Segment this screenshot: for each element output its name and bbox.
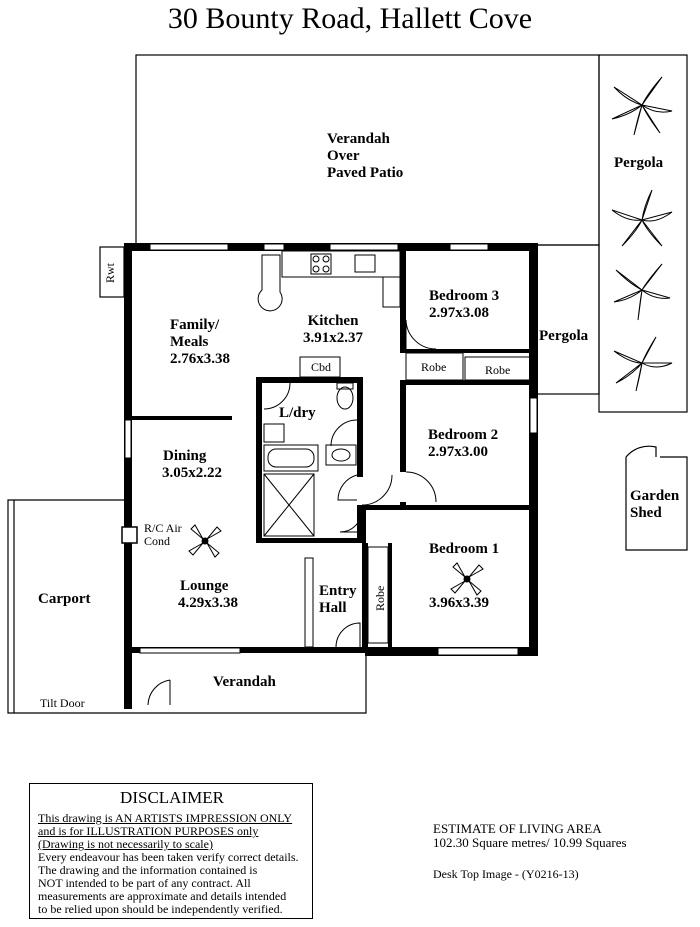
tilt-door-label: Tilt Door: [40, 696, 85, 710]
cbd-box: [299, 356, 341, 378]
fridge-icon: [257, 254, 283, 312]
bedroom1-label: Bedroom 1: [429, 541, 500, 557]
disclaimer-line: measurements are approximate and details…: [38, 889, 287, 903]
robe-label: Robe: [373, 585, 387, 611]
robe-box: [464, 356, 531, 381]
door-arc: [335, 622, 361, 648]
door-arc: [405, 471, 437, 503]
door-arc: [339, 509, 363, 533]
image-reference: Desk Top Image - (Y0216-13): [433, 867, 579, 881]
door-arc: [263, 382, 291, 410]
door-arc: [337, 474, 358, 501]
window: [263, 243, 285, 251]
disclaimer-line: Every endeavour has been taken verify co…: [38, 850, 299, 864]
disclaimer-line: (Drawing is not necessarily to scale): [38, 837, 213, 851]
toilet-icon: [336, 386, 354, 410]
window: [149, 243, 229, 251]
window: [437, 647, 519, 656]
door-arc: [330, 419, 358, 447]
window: [529, 397, 538, 434]
laundry-label: L/dry: [279, 405, 316, 421]
vanity-icon: [325, 444, 357, 466]
disclaimer-box: DISCLAIMER This drawing is AN ARTISTS IM…: [29, 783, 313, 919]
shower-icon: [263, 473, 315, 537]
entry-closet: [304, 557, 314, 648]
bath-icon: [263, 444, 319, 472]
bedroom1-size: 3.96x3.39: [429, 595, 489, 611]
verandah-label: Verandah: [213, 674, 276, 690]
estimate-heading: ESTIMATE OF LIVING AREA: [433, 821, 602, 836]
air-cond-box: [121, 526, 138, 544]
plant-icon: [611, 76, 673, 392]
robe-box: [405, 352, 464, 381]
disclaimer-line: and is for ILLUSTRATION PURPOSES only: [38, 824, 259, 838]
door-arc: [405, 319, 437, 350]
disclaimer-heading: DISCLAIMER: [120, 788, 224, 807]
disclaimer-line: to be relied upon should be independentl…: [38, 902, 283, 916]
carport-outline: [7, 499, 124, 714]
pergola-mid-outline: [536, 244, 600, 395]
disclaimer-line: This drawing is AN ARTISTS IMPRESSION ON…: [38, 811, 293, 825]
pergola-mid-label: Pergola: [539, 328, 589, 344]
laundry-trough: [263, 423, 285, 443]
garden-shed-outline: [625, 456, 688, 551]
pergola-label: Pergola: [614, 155, 664, 171]
rwt-label: Rwt: [103, 262, 117, 283]
interior-walls: [132, 251, 532, 647]
carport-label: Carport: [38, 591, 91, 607]
window: [139, 647, 241, 654]
estimate-value: 102.30 Square metres/ 10.99 Squares: [433, 835, 627, 850]
page-title: 30 Bounty Road, Hallett Cove: [167, 2, 533, 35]
window: [329, 243, 399, 251]
disclaimer-line: NOT intended to be part of any contract.…: [38, 876, 251, 890]
sink-icon: [354, 254, 376, 273]
front-verandah-outline: [124, 653, 367, 714]
stove-icon: [310, 253, 332, 275]
door-arc: [147, 679, 171, 706]
window: [449, 243, 489, 251]
pergola-outline: [598, 54, 688, 413]
cbd-label: Cbd: [311, 360, 332, 374]
kitchen-bench: [281, 250, 401, 278]
robe-label: Robe: [421, 360, 447, 374]
robe-box: [367, 546, 389, 644]
robe-label: Robe: [485, 363, 511, 377]
door-arc: [361, 474, 393, 506]
window: [124, 419, 132, 459]
fan-icon: [188, 524, 484, 596]
disclaimer-line: The drawing and the information containe…: [38, 863, 258, 877]
